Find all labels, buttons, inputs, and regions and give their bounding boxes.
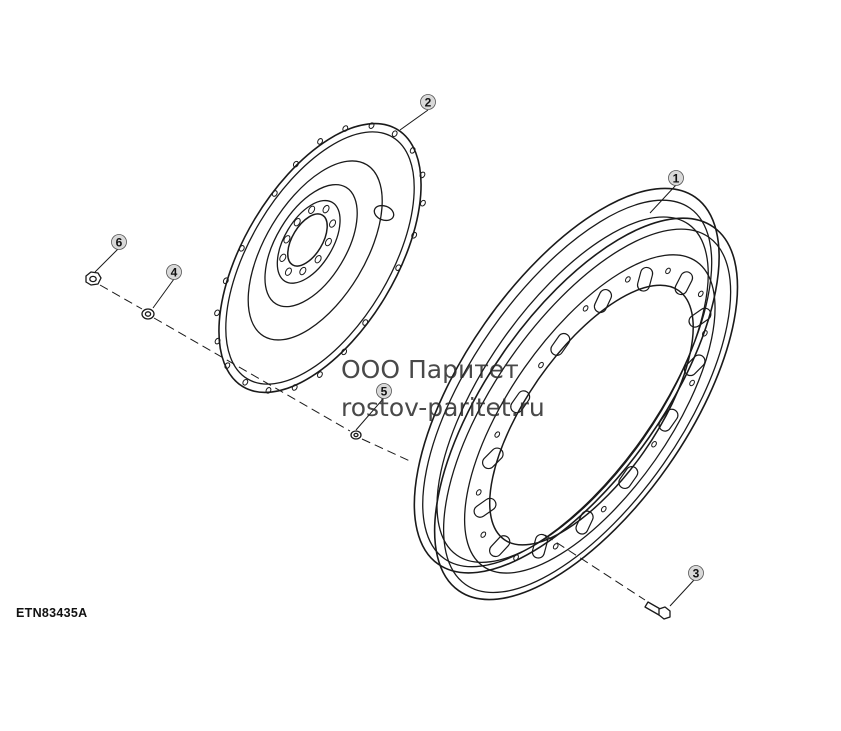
watermark-company: ООО Паритет <box>341 355 519 384</box>
callout-4: 4 <box>166 264 182 280</box>
callout-5-label: 5 <box>381 385 388 399</box>
callout-1: 1 <box>668 170 684 186</box>
nut-part-6 <box>85 271 102 286</box>
callout-5: 5 <box>376 383 392 399</box>
callout-2: 2 <box>420 94 436 110</box>
drawing-code: ETN83435A <box>16 606 88 620</box>
callout-6: 6 <box>111 234 127 250</box>
bolt-part-3 <box>644 601 671 620</box>
callout-6-label: 6 <box>116 236 123 250</box>
callout-1-label: 1 <box>673 172 680 186</box>
assembly-center-lines <box>99 284 646 601</box>
stud-part-5 <box>350 430 362 440</box>
washer-part-4 <box>141 308 155 320</box>
callout-3-label: 3 <box>693 567 700 581</box>
leader-lines <box>94 109 695 607</box>
callout-4-label: 4 <box>171 266 178 280</box>
callout-3: 3 <box>688 565 704 581</box>
callout-2-label: 2 <box>425 96 432 110</box>
wheel-rim <box>413 187 739 601</box>
watermark-website: rostov-paritet.ru <box>341 393 545 422</box>
wheel-disc <box>214 122 426 394</box>
